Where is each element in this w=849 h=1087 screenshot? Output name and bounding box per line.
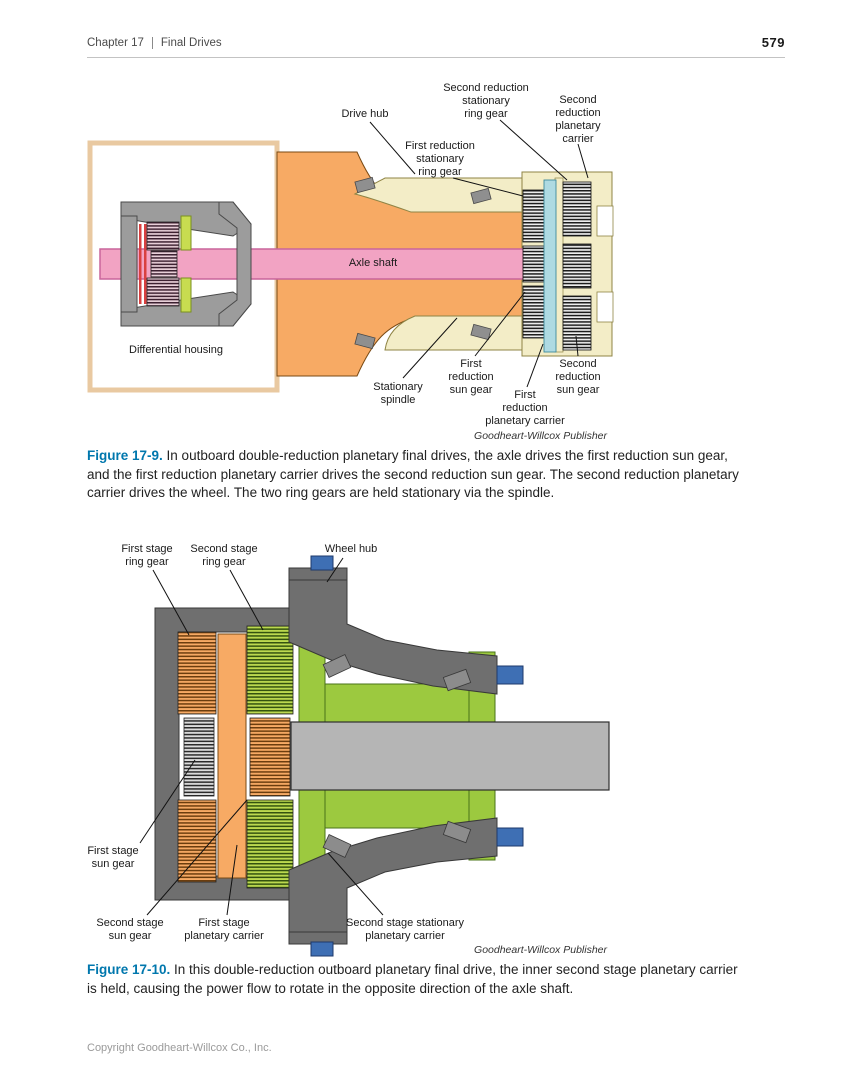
label-second-stage-sun-gear: Second stage sun gear <box>96 917 164 942</box>
copyright-footer: Copyright Goodheart-Willcox Co., Inc. <box>87 1042 272 1054</box>
leader-lines <box>369 119 589 388</box>
bearings <box>322 654 472 858</box>
figure-17-10-credit: Goodheart-Willcox Publisher <box>474 944 607 956</box>
figure-17-9-diagram: Second reduction stationary ring gear Se… <box>85 78 615 446</box>
label-second-reduction-sun-gear: Second reduction sun gear <box>555 358 601 396</box>
header-divider <box>151 37 153 49</box>
leader-lines <box>139 557 384 916</box>
label-first-reduction-sun-gear: First reduction sun gear <box>448 358 494 396</box>
label-first-stage-ring-gear: First stage ring gear <box>121 543 173 568</box>
label-second-stage-ring-gear: Second stage ring gear <box>190 543 258 568</box>
figure-17-10-caption-text: In this double-reduction outboard planet… <box>87 962 738 996</box>
label-first-reduction-planetary-carrier: First reduction planetary carrier <box>485 389 565 427</box>
label-stationary-spindle: Stationary spindle <box>373 381 423 406</box>
label-second-reduction-planetary-carrier: Second reduction planetary carrier <box>555 94 601 145</box>
differential-internals <box>120 201 252 327</box>
figure-17-9-art <box>87 119 614 393</box>
label-drive-hub: Drive hub <box>341 108 389 120</box>
label-second-stage-stationary-planetary-carrier: Second stage stationary planetary carrie… <box>345 917 465 942</box>
figure-17-9-caption: Figure 17-9. In outboard double-reductio… <box>87 447 747 503</box>
running-header: Chapter 17 Final Drives <box>87 37 222 49</box>
gear-columns <box>177 625 294 889</box>
figure-17-9-caption-label: Figure 17-9. <box>87 448 163 463</box>
header-chapter: Chapter 17 <box>87 37 144 49</box>
label-differential-housing: Differential housing <box>129 344 223 356</box>
figure-17-10-art <box>139 555 610 957</box>
bearings <box>354 176 492 350</box>
label-first-stage-sun-gear: First stage sun gear <box>87 845 139 870</box>
figure-17-9-caption-text: In outboard double-reduction planetary f… <box>87 448 739 501</box>
header-section-title: Final Drives <box>160 37 222 49</box>
label-first-stage-planetary-carrier: First stage planetary carrier <box>184 917 264 942</box>
bolts <box>310 555 524 957</box>
figure-17-10-caption: Figure 17-10. In this double-reduction o… <box>87 961 747 998</box>
header-rule <box>87 57 785 58</box>
figure-17-9-credit: Goodheart-Willcox Publisher <box>474 430 607 442</box>
label-wheel-hub: Wheel hub <box>324 543 378 555</box>
label-second-reduction-stationary-ring-gear: Second reduction stationary ring gear <box>443 82 529 120</box>
label-first-reduction-stationary-ring-gear: First reduction stationary ring gear <box>405 140 475 178</box>
planetary-gear-sets <box>522 177 592 353</box>
axle-shaft-shape <box>290 721 610 791</box>
page-number: 579 <box>761 35 785 50</box>
figure-17-10-caption-label: Figure 17-10. <box>87 962 171 977</box>
label-axle-shaft: Axle shaft <box>348 257 398 269</box>
figure-17-10-diagram: First stage ring gear Second stage ring … <box>85 540 615 960</box>
first-stage-carrier-plate <box>217 633 247 879</box>
